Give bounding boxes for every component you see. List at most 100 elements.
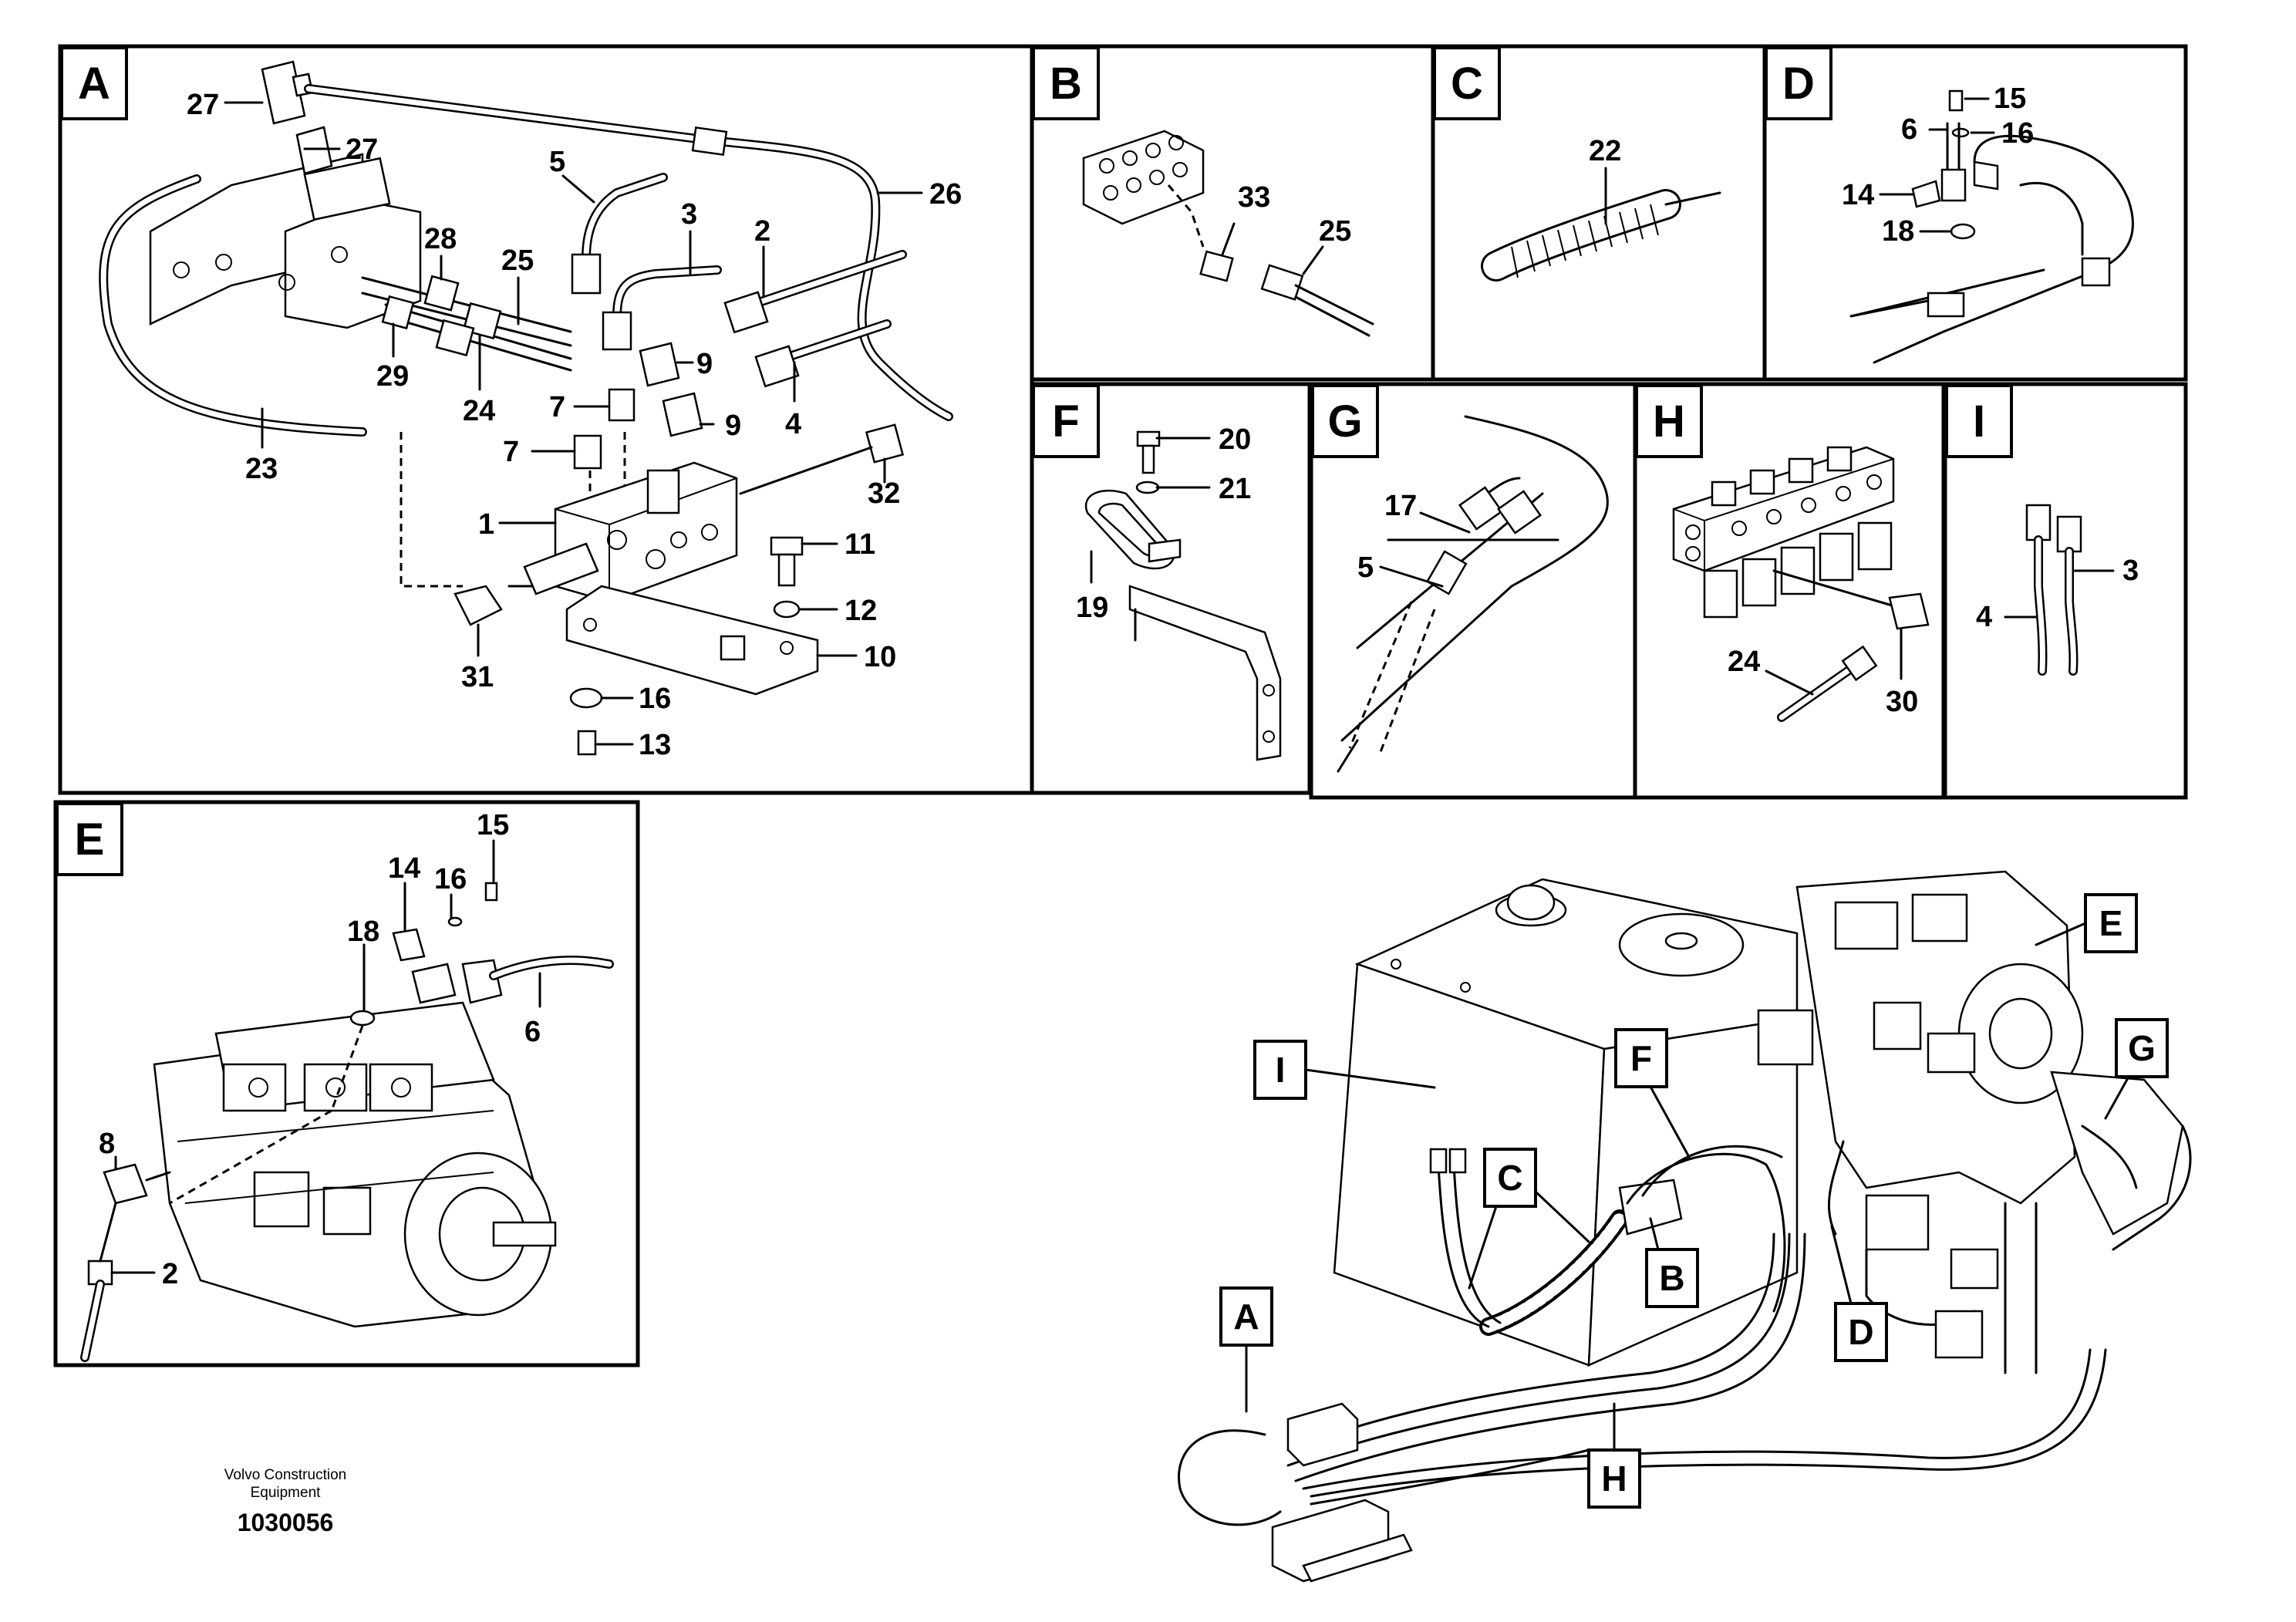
part-6-label: 6 [524,1016,541,1048]
panel-b-drawing: 33 25 [1082,130,1374,337]
part-29-label: 29 [376,360,409,393]
panel-i-label: I [1945,384,2013,458]
svg-text:G: G [2128,1028,2156,1068]
part-9-label: 9 [696,348,713,380]
part-25-label: 25 [1319,215,1351,248]
part-6-label: 6 [1901,113,1917,146]
overview-drawing [1178,870,2192,1583]
part-19-label: 19 [1076,592,1108,624]
panel-f-label: F [1032,384,1100,458]
panel-a-labels: 27 27 28 25 5 3 2 26 29 24 9 9 7 7 4 23 … [187,89,962,761]
svg-text:D: D [1782,59,1815,109]
panel-c-drawing: 22 [1481,135,1721,282]
part-16-label: 16 [434,863,467,895]
panel-e-label: E [56,802,123,876]
part-24-label: 24 [1728,646,1760,678]
svg-text:E: E [75,814,105,865]
panel-a-frame [58,44,1034,795]
part-4-label: 4 [785,408,801,440]
callout-b: B [1645,1217,1699,1308]
panel-frames [53,44,2188,1367]
part-22-label: 22 [1589,135,1621,167]
part-15-label: 15 [477,809,509,841]
part-24-label: 24 [463,395,495,427]
part-3-label: 3 [681,198,697,231]
part-25-label: 25 [501,244,534,277]
svg-text:A: A [78,59,110,109]
callout-e: E [2035,893,2138,953]
panel-g-label: G [1311,384,1379,458]
panel-d-label: D [1765,46,1832,120]
part-8-label: 8 [99,1128,115,1160]
part-14-label: 14 [1842,179,1874,211]
svg-text:E: E [2099,903,2123,943]
part-14-label: 14 [388,852,420,885]
part-4-label: 4 [1976,601,1992,633]
panel-a-label: A [60,46,128,120]
part-2-label: 2 [162,1258,178,1290]
panel-d-drawing: 15 6 16 14 18 [1842,83,2134,364]
part-20-label: 20 [1219,423,1251,456]
panel-e-frame [53,800,640,1367]
panel-e-drawing: 15 14 16 18 6 8 2 [80,809,614,1362]
panel-a-drawing [99,60,953,756]
part-9-label: 9 [725,410,741,442]
callout-d: D [1830,1225,1888,1362]
part-21-label: 21 [1219,473,1251,505]
callout-g: G [2104,1018,2169,1120]
panel-f-drawing: 20 21 19 [1076,423,1282,761]
part-5-label: 5 [549,146,565,178]
svg-text:A: A [1233,1297,1259,1337]
panel-g-drawing: 17 5 [1337,415,1609,773]
panel-d-frame [1762,44,2188,382]
svg-text:H: H [1601,1458,1627,1499]
svg-text:H: H [1653,396,1685,447]
footer: Volvo Construction Equipment 1030056 [224,1467,346,1536]
part-2-label: 2 [754,215,770,248]
svg-text:D: D [1848,1312,1873,1352]
part-27-label: 27 [346,133,378,166]
company-name-line1: Volvo Construction [224,1467,346,1483]
part-16-label: 16 [2001,117,2034,150]
part-28-label: 28 [424,223,457,255]
part-18-label: 18 [1882,215,1914,248]
part-5-label: 5 [1357,551,1374,584]
svg-text:C: C [1451,59,1483,109]
callout-c: C [1468,1148,1590,1290]
svg-text:C: C [1497,1158,1522,1198]
part-10-label: 10 [864,641,896,673]
svg-text:I: I [1973,396,1985,447]
company-name-line2: Equipment [251,1485,322,1501]
panel-h-drawing: 24 30 [1672,446,1930,722]
part-23-label: 23 [245,453,278,485]
panel-c-label: C [1433,46,1501,120]
part-27-label: 27 [187,89,219,121]
svg-text:G: G [1327,396,1362,447]
part-33-label: 33 [1238,181,1270,214]
part-11-label: 11 [845,528,875,561]
part-17-label: 17 [1384,490,1417,522]
svg-text:F: F [1630,1038,1652,1078]
panel-i-frame [1943,382,2188,800]
panel-b-label: B [1032,46,1100,120]
svg-text:I: I [1276,1050,1286,1090]
svg-text:B: B [1050,59,1082,109]
part-16-label: 16 [639,683,671,715]
panel-letter-boxes: A B C D F G H I [56,46,2013,876]
part-18-label: 18 [347,916,379,948]
svg-text:B: B [1659,1258,1684,1298]
part-15-label: 15 [1994,83,2026,115]
part-12-label: 12 [845,595,877,627]
overview-callouts: A I F C B H [1219,893,2169,1509]
panel-h-label: H [1635,384,1703,458]
svg-text:F: F [1052,396,1079,447]
part-7-label: 7 [549,391,565,423]
part-1-label: 1 [478,508,494,541]
callout-h: H [1587,1402,1641,1509]
part-31-label: 31 [461,661,494,693]
part-30-label: 30 [1886,686,1918,718]
part-7-label: 7 [503,436,519,468]
document-number: 1030056 [238,1509,334,1536]
part-13-label: 13 [639,729,671,761]
